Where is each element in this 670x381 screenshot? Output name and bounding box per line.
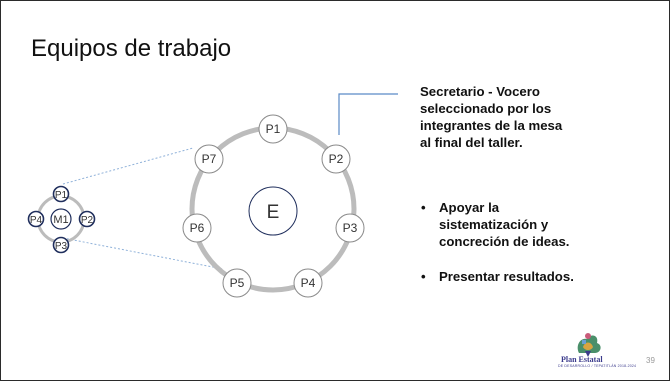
bullet-list: • Apoyar la sistematización y concreción … — [419, 199, 579, 303]
ring-node: P6 — [182, 213, 212, 243]
ring-node-label: P6 — [190, 221, 205, 235]
bullet-text: Apoyar la sistematización y concreción d… — [439, 200, 570, 249]
small-node: P2 — [78, 210, 96, 228]
ring-node: P4 — [293, 268, 323, 298]
logo-text: Plan Estatal — [561, 355, 603, 364]
small-center-label: M1 — [53, 214, 68, 226]
ring-node-label: P1 — [266, 122, 281, 136]
connector-line — [338, 93, 398, 135]
small-node-label: P2 — [81, 215, 94, 226]
small-center-node — [50, 208, 72, 230]
ring-nodes: P1 P2 P3 P4 P5 P6 P7 — [182, 114, 365, 298]
small-node: P4 — [27, 210, 45, 228]
small-node-label: P4 — [30, 215, 43, 226]
page-number: 39 — [646, 356, 655, 365]
dotted-guide-top — [62, 147, 194, 185]
ring-node-label: P3 — [343, 221, 358, 235]
ring-node-label: P2 — [329, 152, 344, 166]
role-description: Secretario - Vocero seleccionado por los… — [420, 84, 563, 150]
bullet-dot: • — [421, 269, 426, 284]
small-node: P3 — [52, 236, 70, 254]
center-label: E — [267, 202, 280, 223]
ring-node-label: P5 — [230, 276, 245, 290]
slide-title: Equipos de trabajo — [31, 35, 232, 62]
ring-node: P7 — [194, 144, 224, 174]
ring-node: P3 — [335, 213, 365, 243]
small-node-label: P1 — [55, 190, 68, 201]
small-node-label: P3 — [55, 241, 68, 252]
ring-node-label: P4 — [301, 276, 316, 290]
ring-node: P1 — [258, 114, 288, 144]
bullet-item: • Apoyar la sistematización y concreción … — [419, 199, 579, 250]
ring-node: P5 — [222, 268, 252, 298]
small-node: P1 — [52, 185, 70, 203]
dotted-guide-bottom — [62, 237, 224, 270]
center-node — [248, 186, 298, 236]
ring-node-label: P7 — [202, 152, 217, 166]
bullet-text: Presentar resultados. — [439, 269, 574, 284]
plan-estatal-logo — [577, 333, 601, 357]
ring-node: P2 — [321, 144, 351, 174]
bullet-item: • Presentar resultados. — [419, 268, 579, 285]
bullet-dot: • — [421, 200, 426, 215]
small-group: M1 P1 P2 P3 P4 — [27, 185, 96, 254]
logo-subtext: DE DESARROLLO / TEPATITLÁN 2018-2024 — [558, 364, 637, 368]
